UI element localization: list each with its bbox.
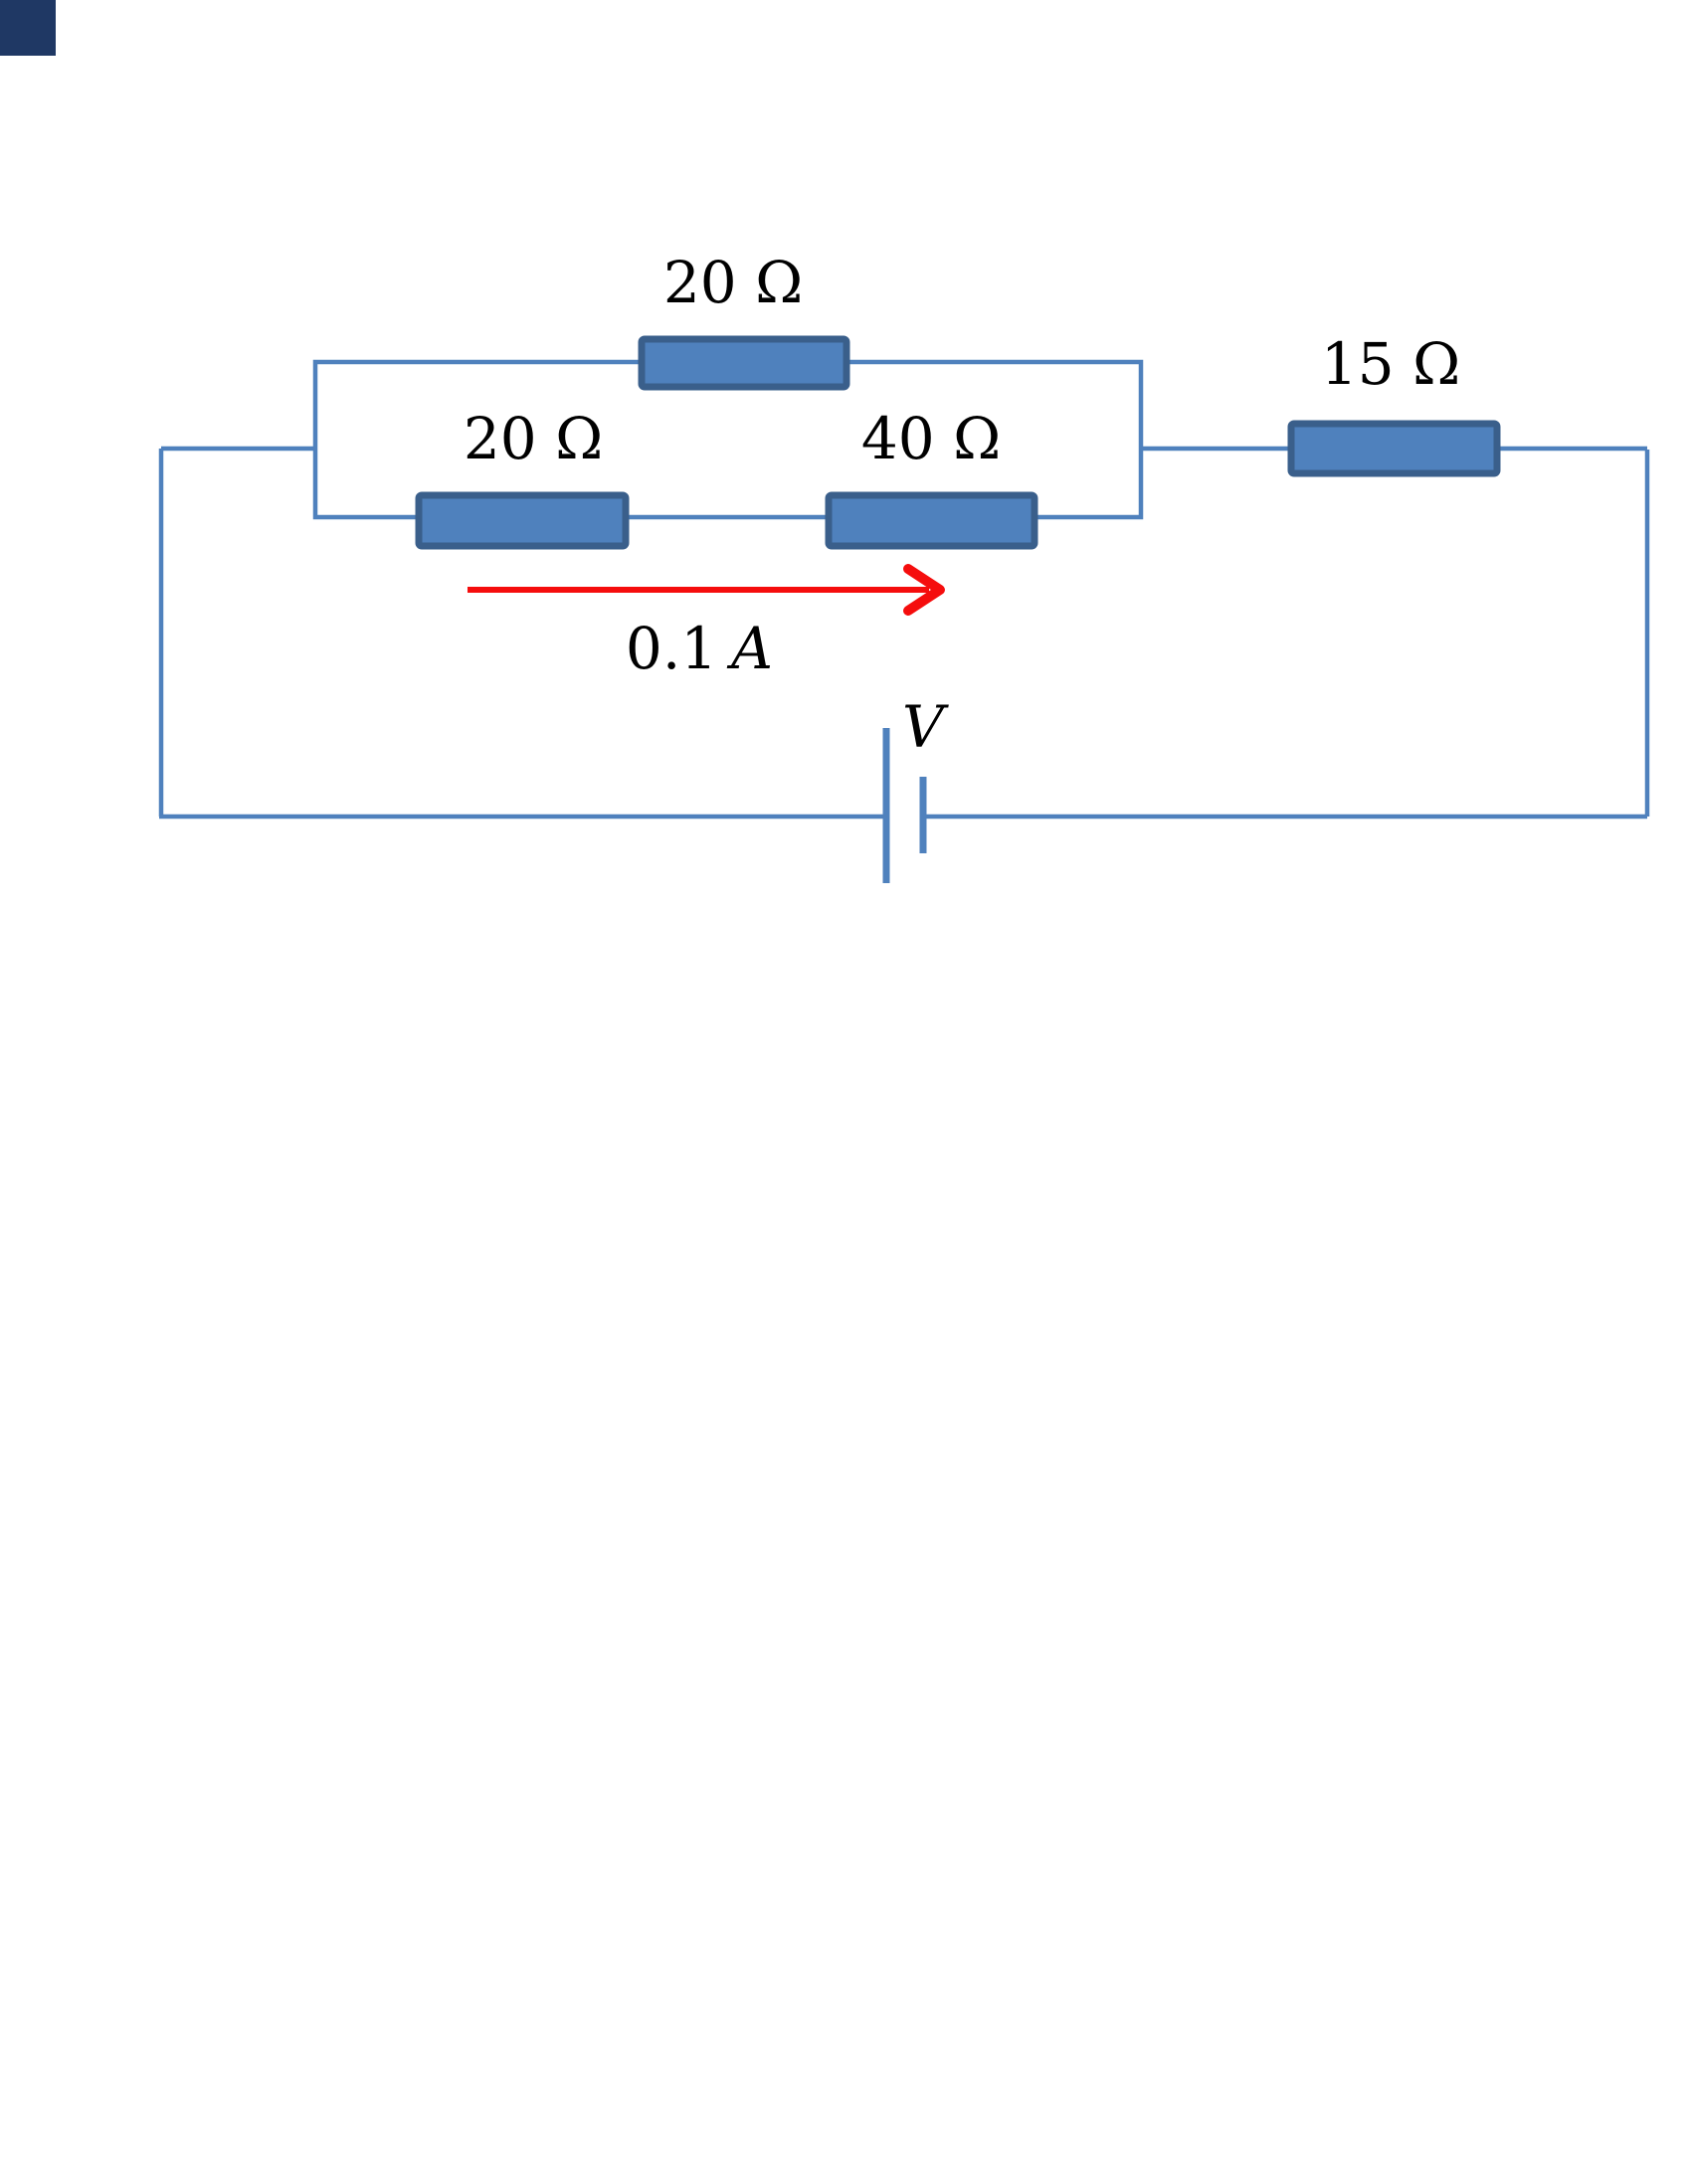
label-current: 0.1 A (626, 620, 773, 677)
current-unit: A (731, 615, 774, 682)
current-value: 0.1 (625, 615, 718, 682)
label-series-right-resistor: 15 Ω (1320, 330, 1461, 398)
label-lower-right-resistor: 40 Ω (860, 405, 1002, 472)
label-top-branch-resistor: 20 Ω (662, 249, 804, 316)
resistor-series-right-of-loop-body (825, 491, 1038, 550)
current-arrow (468, 564, 945, 616)
resistor-top-branch-body (638, 335, 850, 391)
label-battery-voltage: V (902, 693, 944, 761)
label-lower-left-resistor: 20 Ω (463, 405, 604, 472)
resistor-lower-left-body (415, 491, 630, 550)
resistor-15ohm-body (1287, 420, 1501, 477)
current-arrow-head (903, 564, 945, 616)
corner-square-decoration (0, 0, 56, 56)
